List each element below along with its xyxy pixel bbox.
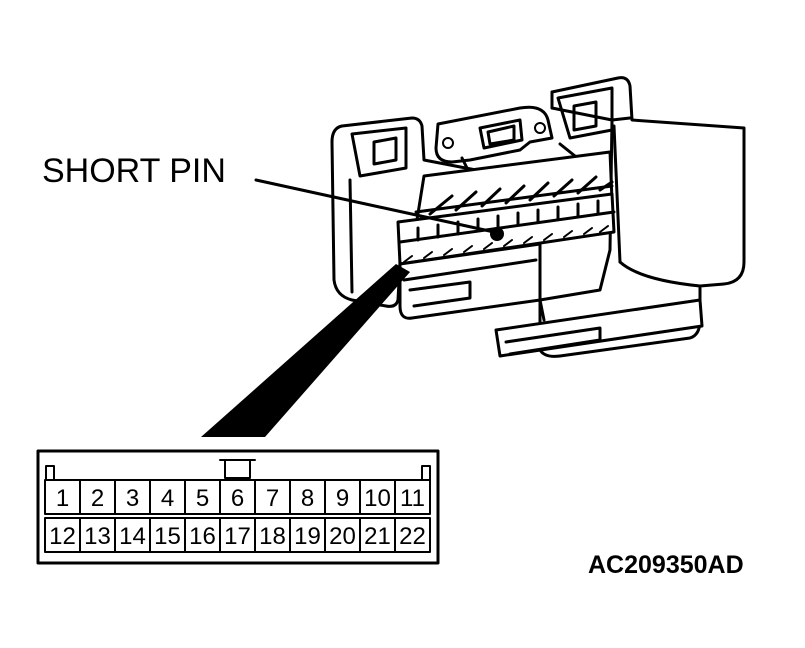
pin-number-3: 3	[126, 485, 139, 512]
pin-number-10: 10	[364, 485, 391, 512]
pin-number-20: 20	[329, 523, 356, 550]
pin-number-4: 4	[161, 485, 174, 512]
pin-number-11: 11	[400, 485, 425, 512]
pin-number-5: 5	[196, 485, 209, 512]
projection-wedge	[201, 264, 410, 437]
terminal-frame	[36, 449, 440, 565]
pin-number-12: 12	[49, 523, 76, 550]
terminal-key	[224, 459, 251, 479]
pin-number-7: 7	[266, 485, 279, 512]
leader-line	[254, 178, 496, 234]
pin-number-2: 2	[91, 485, 104, 512]
pin-cell	[394, 517, 431, 553]
pin-number-21: 21	[364, 523, 391, 550]
pin-number-13: 13	[84, 523, 111, 550]
figure-code: AC209350AD	[588, 551, 744, 579]
pin-number-19: 19	[294, 523, 321, 550]
pin-number-6: 6	[231, 485, 244, 512]
pin-number-16: 16	[189, 523, 216, 550]
pin-number-22: 22	[399, 523, 426, 550]
pin-number-9: 9	[336, 485, 349, 512]
connector-housing	[330, 76, 746, 358]
pin-number-15: 15	[154, 523, 181, 550]
pin-number-14: 14	[119, 523, 146, 550]
short-pin-callout: SHORT PIN	[42, 152, 504, 241]
short-pin-dot	[490, 227, 504, 241]
pin-number-8: 8	[301, 485, 314, 512]
pin-cell	[394, 479, 431, 515]
pin-number-18: 18	[259, 523, 286, 550]
pin-number-17: 17	[224, 523, 251, 550]
short-pin-label: SHORT PIN	[42, 152, 226, 190]
pin-number-1: 1	[56, 485, 69, 512]
